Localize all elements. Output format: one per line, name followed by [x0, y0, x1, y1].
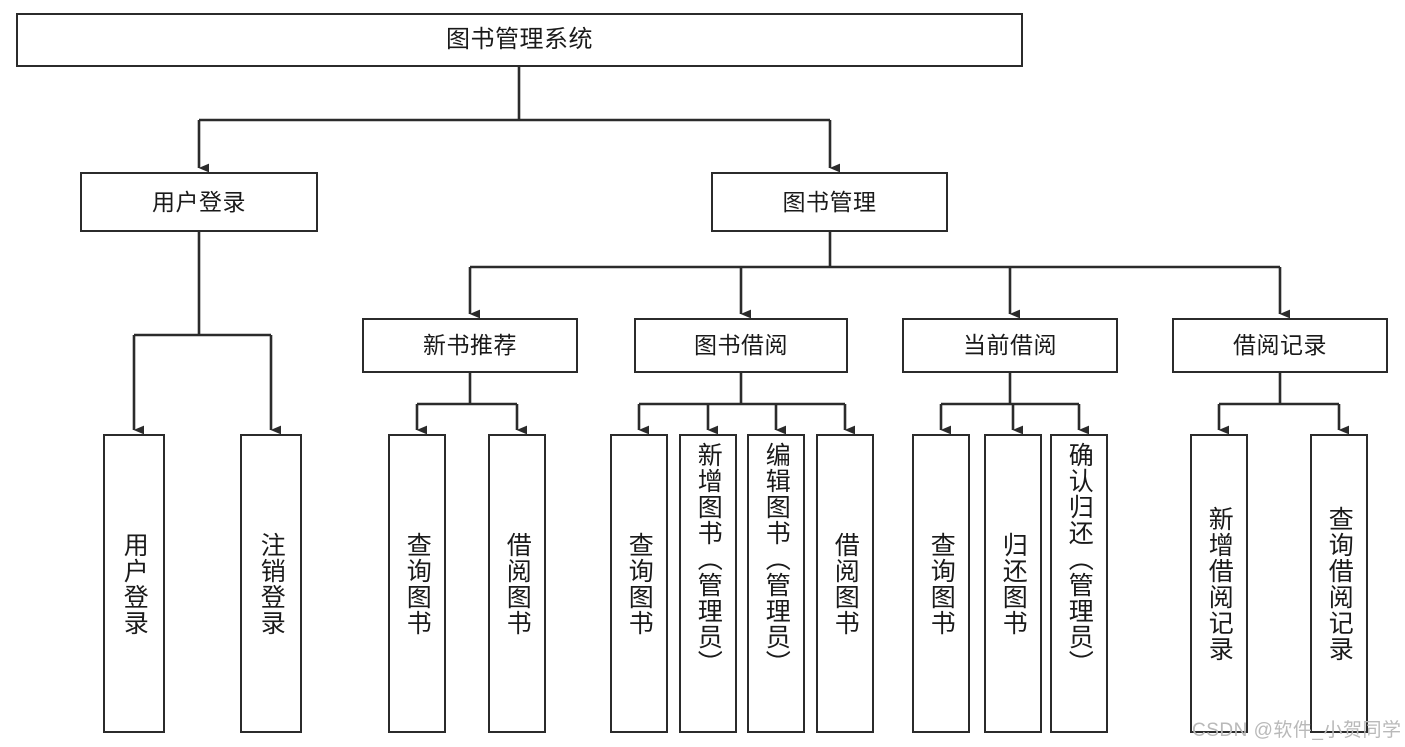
node-label: 借阅图书: [503, 531, 532, 636]
leaf-return-book[interactable]: 归还图书: [984, 434, 1042, 733]
node-label: 图书借阅: [694, 332, 788, 358]
node-label: 图书管理系统: [446, 26, 593, 53]
leaf-logout[interactable]: 注销登录: [240, 434, 302, 733]
node-label: 查询图书: [403, 531, 432, 636]
node-label: 确认归还（管理员）: [1065, 442, 1094, 676]
leaf-add-borrow-record[interactable]: 新增借阅记录: [1190, 434, 1248, 733]
node-label: 注销登录: [257, 531, 286, 636]
node-label: 图书管理: [782, 188, 877, 215]
node-book-borrow[interactable]: 图书借阅: [634, 318, 848, 373]
node-current-borrow[interactable]: 当前借阅: [902, 318, 1118, 373]
node-label: 借阅图书: [831, 531, 860, 636]
node-label: 借阅记录: [1233, 332, 1327, 358]
leaf-borrow-book[interactable]: 借阅图书: [816, 434, 874, 733]
leaf-query-book-recommend[interactable]: 查询图书: [388, 434, 446, 733]
node-book-management[interactable]: 图书管理: [711, 172, 948, 232]
node-borrow-record[interactable]: 借阅记录: [1172, 318, 1388, 373]
node-label: 新书推荐: [423, 332, 517, 358]
watermark: CSDN @软件_小贺同学: [1192, 720, 1402, 741]
leaf-query-book-borrow[interactable]: 查询图书: [610, 434, 668, 733]
node-label: 查询图书: [625, 531, 654, 636]
node-label: 编辑图书（管理员）: [762, 442, 791, 676]
node-new-book-recommend[interactable]: 新书推荐: [362, 318, 578, 373]
leaf-user-login[interactable]: 用户登录: [103, 434, 165, 733]
node-label: 查询图书: [927, 531, 956, 636]
node-label: 查询借阅记录: [1325, 505, 1354, 662]
leaf-add-book-admin[interactable]: 新增图书（管理员）: [679, 434, 737, 733]
node-root-system[interactable]: 图书管理系统: [16, 13, 1023, 67]
node-label: 用户登录: [120, 531, 149, 636]
leaf-confirm-return-admin[interactable]: 确认归还（管理员）: [1050, 434, 1108, 733]
node-label: 用户登录: [152, 188, 246, 215]
node-label: 新增图书（管理员）: [694, 442, 723, 676]
leaf-query-book-current[interactable]: 查询图书: [912, 434, 970, 733]
leaf-query-borrow-record[interactable]: 查询借阅记录: [1310, 434, 1368, 733]
node-label: 归还图书: [999, 531, 1028, 636]
node-label: 当前借阅: [963, 332, 1057, 358]
leaf-borrow-book-recommend[interactable]: 借阅图书: [488, 434, 546, 733]
node-user-login[interactable]: 用户登录: [80, 172, 318, 232]
node-label: 新增借阅记录: [1205, 505, 1234, 662]
leaf-edit-book-admin[interactable]: 编辑图书（管理员）: [747, 434, 805, 733]
